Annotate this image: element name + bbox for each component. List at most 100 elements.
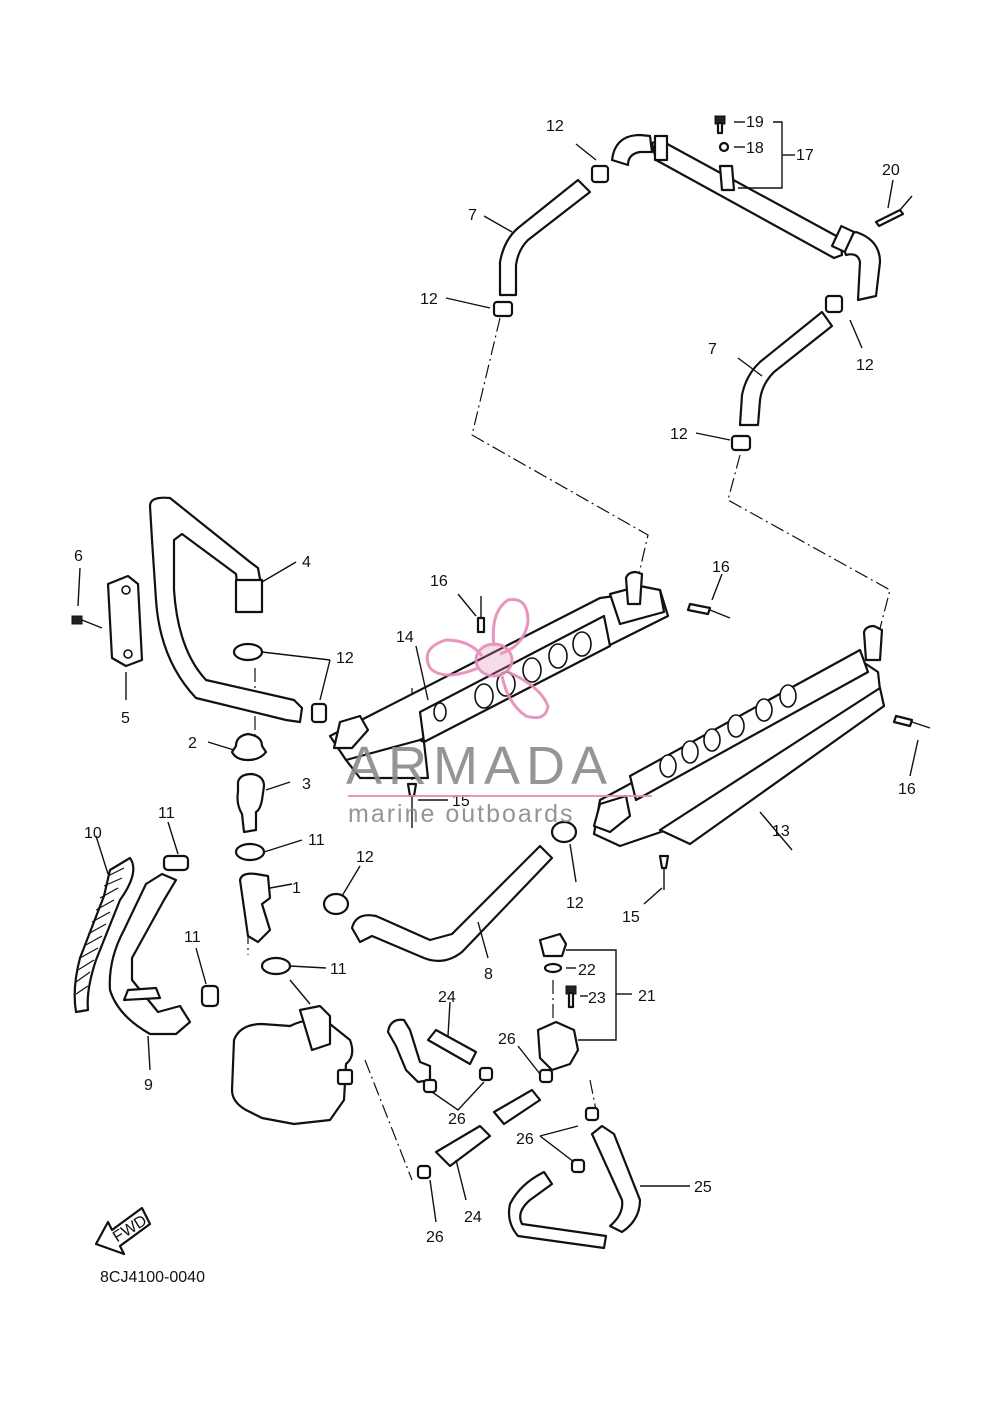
hose-26-link [492,1088,542,1126]
hose-24-b [434,1124,492,1168]
rivet-20 [874,195,913,228]
clamp-12-g [322,892,350,916]
watermark-tagline: marine outboards [348,800,575,828]
hose-24-a [386,1018,432,1084]
callout-16-c: 16 [898,781,916,798]
thermostat-cap-22 [538,932,568,958]
callout-12-e: 12 [336,650,354,667]
hose-7-lower [738,310,834,427]
callout-20: 20 [882,162,900,179]
clamp-12-f [310,702,328,724]
clamp-26-c [538,1068,554,1084]
watermark-brand: ARMADA [346,736,613,796]
callout-24-a: 24 [438,989,456,1006]
clamp-11-c [162,854,190,872]
callout-16-b: 16 [712,559,730,576]
callout-11-b: 11 [308,832,325,849]
clamp-26-f [416,1164,432,1180]
clamp-26-a [478,1066,494,1082]
callout-26-a: 26 [498,1031,516,1048]
corrugated-hose-10 [73,856,135,1014]
callout-26-c: 26 [516,1131,534,1148]
thermostat-housing-21 [536,1020,580,1072]
callout-18: 18 [746,140,764,157]
rivet-15-b [658,854,670,890]
clamp-12-a [590,164,610,184]
washer-18 [718,141,730,153]
bolt-6 [71,615,103,629]
hose-25 [590,1124,642,1234]
callout-14: 14 [396,629,414,646]
bolt-23 [565,985,577,1009]
clamp-26-b [422,1078,438,1094]
callout-11-c: 11 [184,929,201,946]
bolt-19 [714,115,726,135]
callout-12-g: 12 [566,895,584,912]
callout-24-b: 24 [464,1209,482,1226]
callout-12-f: 12 [356,849,374,866]
callout-22: 22 [578,962,596,979]
clamp-11-d [200,984,220,1008]
callout-12-c: 12 [856,357,874,374]
callout-12-b: 12 [420,291,438,308]
clamp-12-b [492,300,514,318]
callout-15-a: 15 [452,793,470,810]
forward-arrow-icon: FWD [94,1206,152,1256]
clamp-12-d [730,434,752,452]
filler-cap-2 [230,732,268,762]
callout-8: 8 [484,966,493,983]
callout-13: 13 [772,823,790,840]
callout-11-a: 11 [158,805,175,822]
callout-2: 2 [188,735,197,752]
clamp-12-h [550,820,578,844]
callout-labels: 1 2 3 4 5 6 7 7 8 9 10 11 11 11 11 12 12… [74,114,916,1246]
diagram-code: 8CJ4100-0040 [100,1269,205,1286]
hose-7-upper [498,178,592,297]
rivet-16-a [476,596,486,634]
hose-1 [238,872,272,944]
armada-watermark: ARMADA marine outboards [346,597,652,828]
clamp-26-d [584,1106,600,1122]
rivet-15-a [406,782,418,828]
callout-7-lower: 7 [708,341,717,358]
rivet-16-c [892,714,931,729]
hose-8 [350,844,554,963]
callout-1: 1 [292,880,301,897]
pump-housing [230,1019,354,1126]
callout-7-upper: 7 [468,207,477,224]
radiator-13 [592,624,886,848]
rivet-16-b [686,602,731,619]
callout-25: 25 [694,1179,712,1196]
propeller-logo-icon [425,597,550,720]
clamp-11-a [234,842,266,862]
callout-15-b: 15 [622,909,640,926]
pipe-4 [148,496,304,724]
clamp-12-c [824,294,844,314]
callout-6: 6 [74,548,83,565]
callout-26-b: 26 [448,1111,466,1128]
callout-9: 9 [144,1077,153,1094]
callout-12-a: 12 [546,118,564,135]
callout-17: 17 [796,147,814,164]
callout-26-d: 26 [426,1229,444,1246]
callout-10: 10 [84,825,102,842]
filler-neck-3 [236,772,266,834]
pipe-assembly-17 [610,133,882,302]
clamp-12-e [232,642,264,662]
callout-11-d: 11 [330,961,347,978]
clamp-26-e [570,1158,586,1174]
callout-5: 5 [121,710,130,727]
callout-23: 23 [588,990,606,1007]
callout-3: 3 [302,776,311,793]
callout-21: 21 [638,988,656,1005]
bracket-5 [106,574,144,668]
callout-12-d: 12 [670,426,688,443]
radiator-14 [328,570,670,780]
o-ring-22 [543,962,563,974]
callout-19: 19 [746,114,764,131]
clamp-11-b [260,956,292,976]
callout-16-a: 16 [430,573,448,590]
callout-4: 4 [302,554,311,571]
